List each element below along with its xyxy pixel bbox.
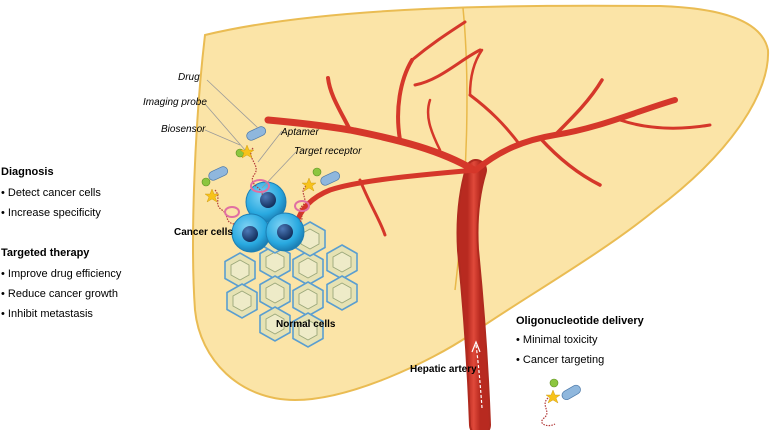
normal-cells-label: Normal cells — [276, 319, 336, 330]
aptamer-conjugate-delivery — [541, 378, 581, 427]
normal-cell — [226, 283, 258, 319]
cancer-cells-cluster — [231, 181, 305, 253]
targeted-therapy-title: Targeted therapy — [1, 247, 90, 259]
diagnosis-title: Diagnosis — [1, 166, 54, 178]
cancer-cells-label: Cancer cells — [174, 227, 233, 238]
imaging-probe — [201, 177, 211, 187]
biosensor-label: Biosensor — [161, 124, 206, 135]
diagnosis-item: • Detect cancer cells — [1, 187, 101, 199]
normal-cell — [292, 281, 324, 317]
oligo-delivery-item: • Minimal toxicity — [516, 334, 598, 346]
targeted-therapy-item: • Improve drug efficiency — [1, 268, 122, 280]
normal-cell — [224, 252, 256, 288]
imaging-probe-label: Imaging probe — [143, 97, 207, 108]
imaging-probe — [312, 167, 322, 177]
hepatic-artery-tree — [264, 20, 712, 435]
leader-lines — [204, 79, 297, 189]
flow-arrow — [475, 344, 483, 409]
biosensor — [239, 144, 255, 159]
biosensor — [545, 389, 561, 404]
aptamer-conjugate-right — [294, 167, 341, 223]
normal-cell — [259, 275, 291, 311]
cancer-cell — [231, 213, 271, 253]
drug-capsule — [208, 166, 229, 181]
cancer-cell — [265, 212, 305, 252]
biosensor — [301, 177, 317, 192]
biosensor — [204, 188, 220, 203]
drug-capsule — [320, 171, 341, 186]
drug-label: Drug — [178, 72, 200, 83]
hepatic-artery-label: Hepatic artery — [410, 364, 477, 375]
targeted-therapy-item: • Inhibit metastasis — [1, 308, 93, 320]
normal-cell — [292, 250, 324, 286]
targeted-therapy-item: • Reduce cancer growth — [1, 288, 118, 300]
oligo-delivery-item: • Cancer targeting — [516, 354, 605, 366]
oligo-delivery-title: Oligonucleotide delivery — [516, 315, 644, 327]
target-receptor-label: Target receptor — [294, 146, 362, 157]
aptamer-label: Aptamer — [281, 127, 319, 138]
drug-capsule — [561, 384, 581, 401]
aptamer-conjugate-top — [235, 126, 270, 196]
imaging-probe — [549, 378, 559, 388]
drug-capsule — [246, 126, 267, 141]
normal-cell — [326, 275, 358, 311]
aptamer-conjugate-left — [201, 166, 240, 225]
normal-cell — [326, 244, 358, 280]
diagnosis-item: • Increase specificity — [1, 207, 101, 219]
